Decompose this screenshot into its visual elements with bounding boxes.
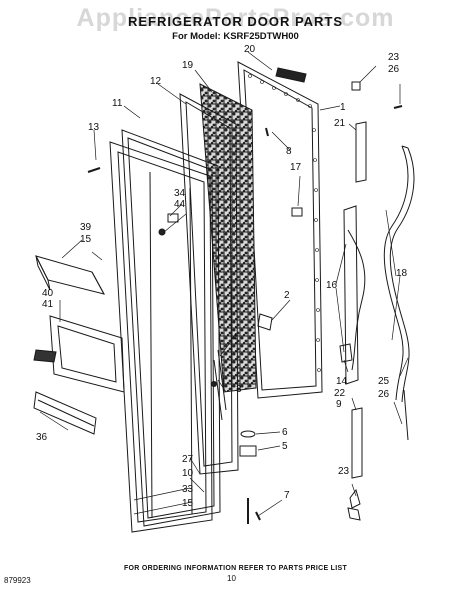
part-19-insulation — [199, 83, 257, 393]
callout-label: 8 — [286, 146, 292, 157]
part-16-handle-bracket — [343, 205, 366, 385]
callout-label: 22 — [334, 388, 346, 399]
callout-label: 15 — [80, 234, 92, 245]
callout-labels: 20 23 26 19 12 1 11 21 8 13 17 34 44 39 … — [36, 44, 408, 509]
callout-label: 6 — [282, 427, 288, 438]
callout-label: 16 — [326, 280, 338, 291]
part-17-plug — [291, 207, 303, 217]
part-14-cap — [339, 343, 353, 363]
diagram-code: 879923 — [4, 576, 31, 585]
part-23-bottom-bracket — [347, 507, 361, 521]
callout-label: 26 — [378, 389, 390, 400]
callout-label: 23 — [388, 52, 400, 63]
leader-lines — [39, 51, 409, 517]
part-39-door-bin — [35, 255, 105, 295]
callout-label: 23 — [338, 466, 350, 477]
callout-label: 21 — [334, 118, 346, 129]
callout-label: 36 — [36, 432, 48, 443]
callout-label: 27 — [182, 454, 194, 465]
diagram-title: REFRIGERATOR DOOR PARTS — [127, 14, 344, 29]
callout-label: 15 — [182, 498, 194, 509]
part-25-handle-strip — [403, 389, 409, 441]
part-40-41-dispenser — [33, 315, 125, 393]
callout-label: 34 — [174, 188, 186, 199]
callout-label: 41 — [42, 299, 54, 310]
callout-label: 17 — [290, 162, 302, 173]
callout-label: 44 — [174, 199, 186, 210]
callout-label: 18 — [396, 268, 408, 279]
part-34-44-hardware — [158, 213, 179, 236]
callout-label: 40 — [42, 288, 54, 299]
ordering-note: FOR ORDERING INFORMATION REFER TO PARTS … — [123, 565, 348, 572]
callout-label: 13 — [88, 122, 100, 133]
part-5-6-7-lower-hinge — [239, 430, 261, 524]
part-12-door-liner-frame — [179, 93, 239, 475]
callout-label: 39 — [80, 222, 92, 233]
callout-label: 26 — [388, 64, 400, 75]
callout-label: 2 — [284, 290, 290, 301]
model-subtitle: For Model: KSRF25DTWH00 — [172, 31, 299, 42]
callout-label: 33 — [182, 484, 194, 495]
callout-label: 3 — [236, 384, 242, 395]
callout-label: 9 — [336, 399, 342, 410]
callout-label: 14 — [336, 376, 348, 387]
callout-label: 11 — [112, 98, 123, 109]
part-22-9-lower-mount — [349, 407, 363, 509]
part-11-door-gasket — [121, 129, 221, 527]
part-8-screw — [265, 127, 269, 137]
inner-door-liner — [109, 141, 213, 533]
callout-label: 12 — [150, 76, 162, 87]
callout-label: 4 — [232, 332, 238, 343]
part-21-handle-mount — [351, 81, 403, 183]
callout-label: 19 — [182, 60, 194, 71]
callout-label: 7 — [284, 490, 290, 501]
part-20-trim-strip — [275, 67, 307, 83]
page-number: 10 — [227, 574, 236, 583]
part-18-door-handle — [383, 145, 415, 403]
callout-label: 10 — [182, 468, 194, 479]
callout-label: 25 — [378, 376, 390, 387]
part-2-3-4-hinge-assembly — [211, 313, 273, 421]
callout-label: 1 — [340, 102, 346, 113]
part-36-trim-bar — [33, 391, 97, 435]
part-13-screw — [87, 167, 101, 173]
callout-label: 5 — [282, 441, 288, 452]
callout-label: 20 — [244, 44, 256, 55]
